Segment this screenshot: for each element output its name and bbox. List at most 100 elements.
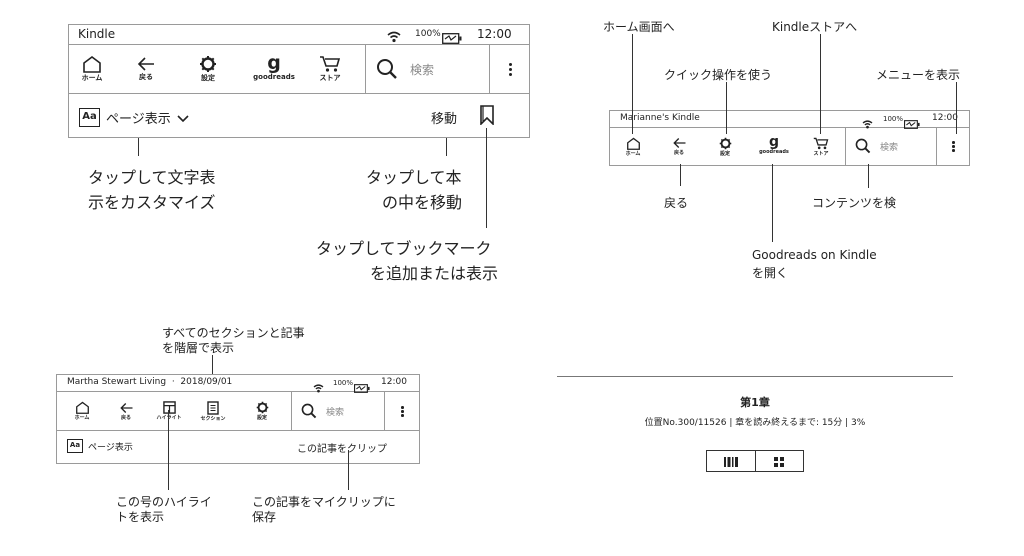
store-button[interactable]: ストア [804, 128, 838, 165]
back-label: 戻る [139, 73, 153, 81]
callout-menu: メニューを表示 [876, 68, 961, 82]
callout-leader [820, 34, 821, 134]
goodreads-button[interactable]: g goodreads [246, 45, 302, 93]
gear-icon [199, 55, 217, 73]
callout-leader [680, 164, 681, 186]
font-aa-icon: Aa [67, 439, 83, 453]
back-button[interactable]: 戻る [662, 128, 696, 165]
callout-leader [138, 138, 139, 156]
goto-button[interactable]: 移動 [431, 112, 458, 127]
toolbar-panel-small: Marianne's Kindle 100% 12:00 ホーム 戻る 設定 g… [609, 110, 970, 166]
bookmark-icon[interactable] [479, 105, 495, 129]
highlight-button[interactable]: ハイライト [149, 392, 189, 430]
wifi-icon [862, 114, 873, 133]
publication-title: Martha Stewart Living · 2018/09/01 [67, 377, 233, 387]
callout-sections: を階層で表示 [162, 341, 235, 355]
battery-percent: 100% [883, 115, 904, 123]
kebab-dot [401, 414, 404, 417]
wifi-icon [387, 28, 401, 47]
callout-leader [868, 164, 869, 188]
callout-leader [632, 34, 633, 134]
grid-icon [774, 452, 785, 471]
divider [845, 128, 846, 165]
goodreads-label: goodreads [759, 149, 789, 155]
search-field[interactable]: 検索 [292, 392, 384, 431]
kebab-dot [401, 410, 404, 413]
section-button[interactable]: セクション [193, 392, 233, 430]
device-title: Marianne's Kindle [620, 113, 700, 123]
settings-button[interactable]: 設定 [245, 392, 279, 430]
toolbar-row: ホーム 戻る 設定 g goodreads ストア 検索 [69, 45, 529, 94]
divider [365, 45, 366, 93]
kebab-dot [952, 149, 955, 152]
back-button[interactable]: 戻る [125, 45, 167, 93]
callout-sections: すべてのセクションと記事 [162, 326, 305, 340]
gear-icon [719, 137, 732, 150]
reading-progress: 位置No.300/11526 | 章を読み終えるまで: 15分 | 3% [644, 418, 866, 428]
chapter-title: 第1章 [740, 396, 770, 409]
home-label: ホーム [74, 415, 90, 421]
callout-leader [772, 164, 773, 242]
callout-leader [446, 138, 447, 156]
callout-quick-actions: クイック操作を使う [664, 68, 773, 82]
settings-button[interactable]: 設定 [187, 45, 229, 93]
callout-store: Kindleストアへ [772, 20, 858, 34]
divider [489, 45, 490, 93]
page-display-button[interactable]: Aa ページ表示 [79, 105, 189, 129]
highlight-grid-icon [162, 401, 176, 414]
goodreads-label: goodreads [253, 72, 295, 81]
font-aa-icon: Aa [79, 107, 100, 127]
home-button[interactable]: ホーム [616, 128, 650, 165]
status-bar: Martha Stewart Living · 2018/09/01 100% … [57, 375, 419, 393]
callout-clip: この記事をマイクリップに [252, 495, 396, 509]
battery-charging-icon [903, 114, 920, 133]
callout-bookmark: タップしてブックマーク [316, 239, 492, 258]
callout-back: 戻る [664, 196, 689, 210]
highlight-label: ハイライト [156, 415, 182, 421]
search-placeholder: 検索 [880, 143, 899, 153]
menu-button[interactable] [490, 45, 530, 94]
kebab-dot [401, 406, 404, 409]
settings-button[interactable]: 設定 [708, 128, 742, 165]
battery-percent: 100% [415, 29, 441, 39]
home-icon [75, 401, 90, 414]
settings-label: 設定 [256, 415, 267, 421]
callout-goto: タップして本 [366, 168, 462, 187]
menu-button[interactable] [385, 392, 420, 431]
divider [557, 376, 953, 377]
back-arrow-icon [119, 402, 134, 414]
section-label: セクション [200, 415, 226, 422]
search-placeholder: 検索 [410, 63, 435, 77]
callout-home-screen: ホーム画面へ [603, 20, 675, 34]
callout-leader [486, 128, 487, 228]
status-bar: Kindle 100% 12:00 [69, 25, 529, 45]
search-field[interactable]: 検索 [846, 128, 936, 165]
kebab-dot [508, 63, 512, 66]
store-button[interactable]: ストア [309, 45, 351, 93]
callout-highlight: トを表示 [116, 510, 165, 524]
divider [291, 392, 292, 430]
home-icon [82, 55, 102, 73]
callout-leader [168, 410, 169, 490]
kebab-dot [952, 141, 955, 144]
home-label: ホーム [625, 150, 641, 157]
page-display-button[interactable]: Aa ページ表示 [67, 437, 133, 455]
home-button[interactable]: ホーム [71, 45, 113, 93]
divider [384, 392, 385, 430]
home-button[interactable]: ホーム [65, 392, 99, 430]
goodreads-g-icon: g [768, 134, 780, 150]
callout-highlight: この号のハイライ [116, 495, 212, 509]
grid-view-button[interactable] [756, 451, 804, 471]
menu-button[interactable] [937, 128, 970, 165]
store-label: ストア [813, 150, 829, 157]
goodreads-button[interactable]: g goodreads [752, 128, 796, 165]
clock: 12:00 [477, 27, 512, 41]
back-button[interactable]: 戻る [109, 392, 143, 430]
clock: 12:00 [381, 377, 407, 387]
callout-bookmark: を追加または表示 [370, 264, 499, 283]
back-label: 戻る [120, 414, 131, 421]
page-view-button[interactable] [707, 451, 756, 471]
search-field[interactable]: 検索 [366, 45, 489, 94]
clip-article-button[interactable]: この記事をクリップ [297, 444, 387, 455]
callout-aa: タップして文字表 [88, 168, 216, 187]
